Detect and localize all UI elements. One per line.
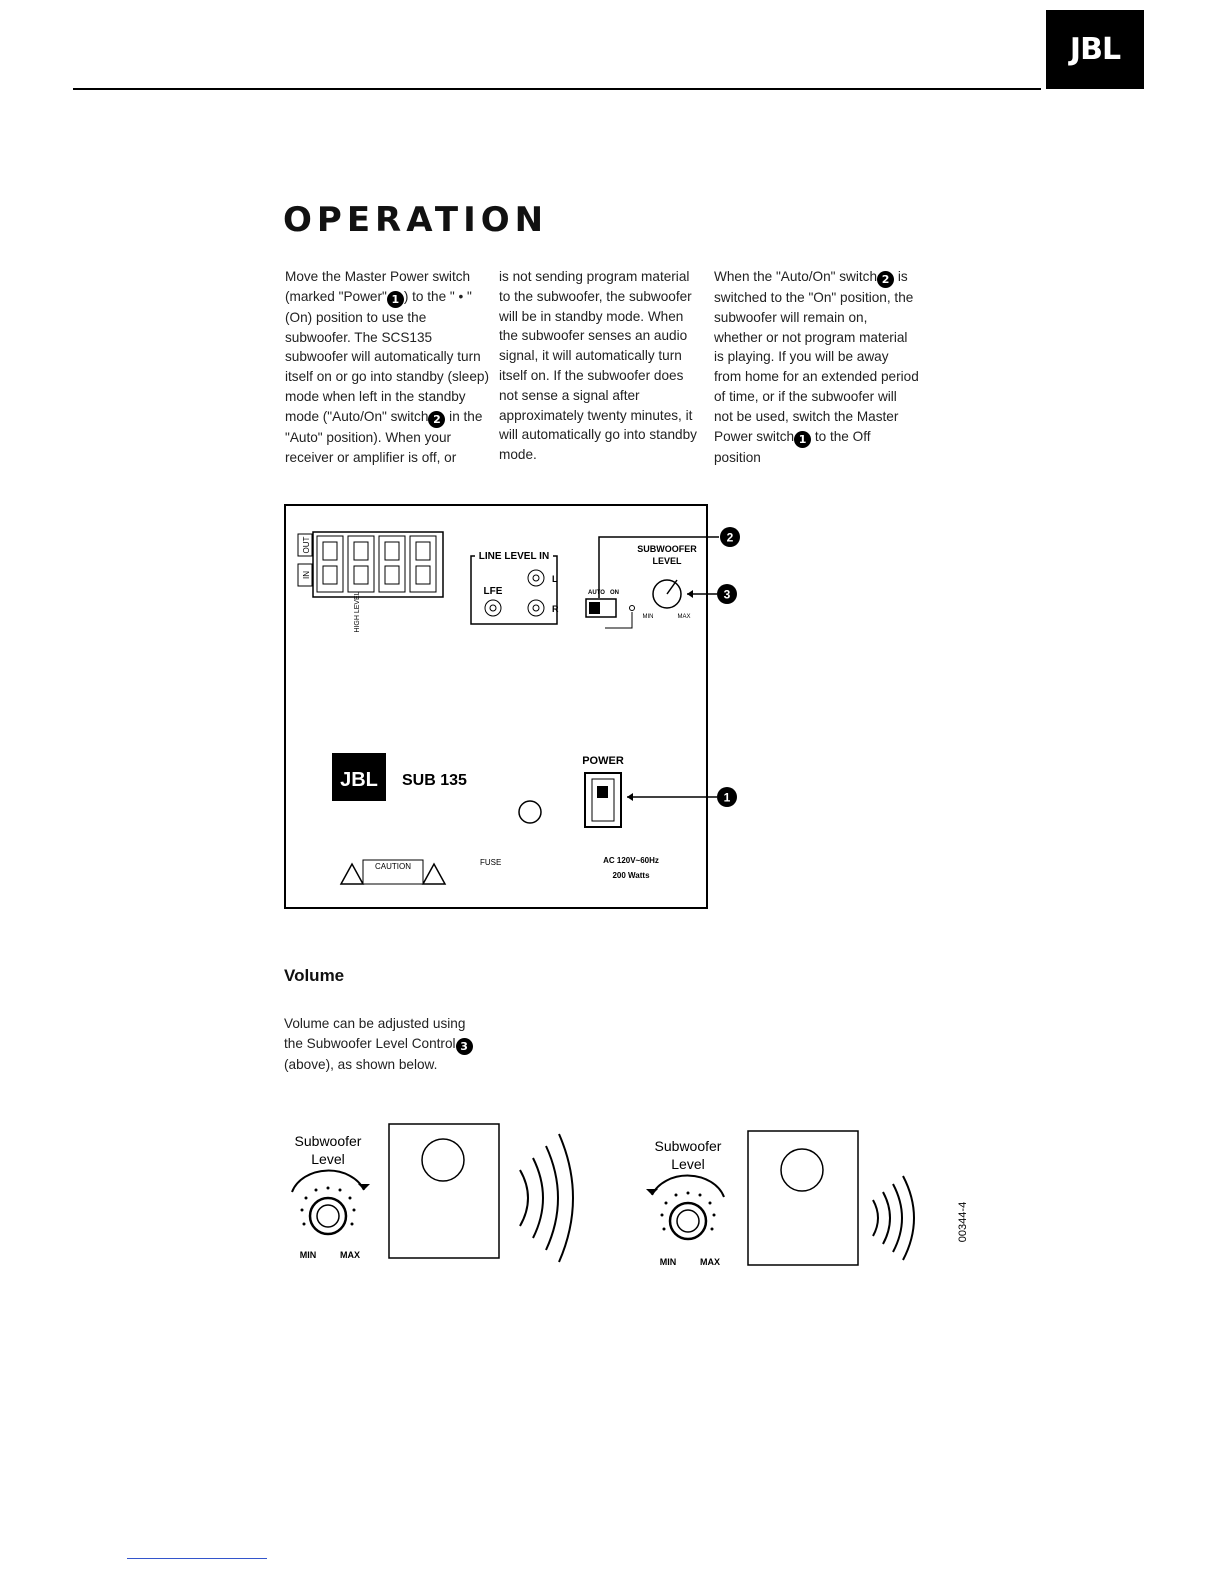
level-knob-icon: [668, 1201, 708, 1241]
volume-text-a: Volume can be adjusted using the Subwoof…: [284, 1016, 466, 1051]
auto-label: AUTO: [588, 590, 605, 596]
panel-jbl-logo: [332, 753, 386, 801]
watts-rating: 200 Watts: [612, 871, 650, 880]
volume-paragraph: Volume can be adjusted using the Subwoof…: [284, 1014, 484, 1075]
callout-2: 2: [598, 527, 740, 598]
auto-on-switch: AUTO ON: [585, 590, 635, 629]
subwoofer-level-control: SUBWOOFER LEVEL MIN MAX: [637, 544, 697, 620]
out-label-box: [297, 533, 313, 557]
line-level-in-label: LINE LEVEL IN: [479, 551, 549, 562]
col1-text-a: Move the Master Power switch (marked "Po…: [285, 269, 471, 304]
callout-3-badge: 3: [455, 1037, 473, 1055]
level-knob: [652, 579, 682, 609]
figure-code: 00344-4: [957, 1202, 969, 1242]
speaker-out-label: OUT: [302, 536, 311, 553]
callout-2-badge: 2: [428, 410, 446, 428]
model-label: SUB 135: [402, 772, 467, 789]
knob-label-1: Subwoofer: [295, 1133, 362, 1149]
min-label: MIN: [300, 1250, 317, 1260]
callout-1-badge: 1: [386, 290, 404, 308]
line-l-label: L: [552, 574, 558, 584]
min-label: MIN: [660, 1257, 677, 1267]
lfe-jack: [484, 599, 502, 617]
knob-label-2: Level: [311, 1151, 344, 1167]
knob-label-2: Level: [671, 1156, 704, 1172]
subwoofer-level-label-1: SUBWOOFER: [637, 544, 697, 554]
knob-min-label: MIN: [643, 614, 654, 620]
terminal-frame: [312, 531, 444, 598]
jbl-logo: JBL: [1046, 10, 1144, 89]
footer-rule: [127, 1558, 267, 1559]
sound-waves-soft-icon: [872, 1175, 915, 1261]
warning-triangle-icon: [339, 862, 365, 885]
col3-text-c: to the Off position: [714, 428, 871, 465]
driver-icon: [780, 1148, 824, 1192]
volume-illustration: Subwoofer Level MIN MAX Subwoofer Level …: [291, 1123, 969, 1267]
callout-1-badge: 1: [794, 430, 812, 448]
terminal-pair-2: [347, 535, 375, 593]
low-volume-example: Subwoofer Level MIN MAX 00344-4: [646, 1130, 969, 1267]
on-label: ON: [610, 590, 619, 596]
col3-text-b: is switched to the "On" position, the su…: [714, 269, 919, 444]
line-l-jack: [527, 569, 545, 587]
caution-label: CAUTION: [339, 859, 447, 885]
callout-2-number: 2: [727, 531, 734, 545]
panel-jbl-logo-text: JBL: [340, 769, 378, 791]
caution-text: CAUTION: [375, 862, 411, 871]
terminal-pair-1: [316, 535, 344, 593]
volume-heading: Volume: [284, 966, 345, 985]
logo-text: JBL: [1069, 32, 1121, 67]
page-title: OPERATION: [283, 200, 549, 240]
ac-rating: AC 120V~60Hz: [603, 856, 659, 865]
in-label-box: [297, 563, 313, 587]
callout-3: 3: [687, 584, 737, 604]
power-label: POWER: [582, 755, 624, 767]
callout-1-number: 1: [724, 791, 731, 805]
operation-column-2: is not sending program material to the s…: [499, 267, 704, 465]
knob-max-label: MAX: [677, 614, 690, 620]
callout-2-badge: 2: [877, 271, 895, 288]
sound-waves-loud-icon: [519, 1133, 574, 1263]
status-led: [629, 605, 635, 611]
fuse-label: FUSE: [480, 858, 501, 867]
line-r-jack: [527, 599, 545, 617]
subwoofer-cabinet-icon: [747, 1130, 859, 1266]
power-switch: POWER: [582, 755, 624, 828]
high-level-label: HIGH LEVEL: [354, 591, 361, 632]
terminal-pair-3: [378, 535, 406, 593]
knob-label-1: Subwoofer: [655, 1138, 722, 1154]
line-level-in-section: LINE LEVEL IN LFE L R: [470, 551, 559, 625]
operation-column-1: Move the Master Power switch (marked "Po…: [285, 267, 490, 467]
terminal-pair-4: [409, 535, 437, 593]
callout-1: 1: [627, 787, 737, 807]
speaker-in-label: IN: [302, 571, 311, 579]
high-volume-example: Subwoofer Level MIN MAX: [291, 1123, 574, 1263]
line-r-label: R: [552, 604, 559, 614]
rotate-counterclockwise-arrow-icon: [651, 1174, 725, 1198]
max-label: MAX: [700, 1257, 720, 1267]
col1-text-b: ) to the " • " (On) position to use the …: [285, 288, 490, 424]
volume-text-b: (above), as shown below.: [284, 1056, 438, 1072]
rotate-clockwise-arrow-icon: [291, 1169, 365, 1193]
speaker-terminal-block: OUT IN HIGH LEVEL: [297, 531, 444, 633]
csa-mark-icon: [518, 800, 542, 824]
warning-triangle-icon: [421, 862, 447, 885]
lfe-label: LFE: [484, 586, 503, 597]
subwoofer-level-label-2: LEVEL: [652, 556, 682, 566]
rear-panel-diagram: OUT IN HIGH LEVEL LINE LEVEL IN LFE L R: [284, 504, 740, 909]
col2-text-a: is not sending program material to the s…: [499, 269, 697, 463]
col3-text-a: When the "Auto/On" switch: [714, 269, 878, 284]
subwoofer-cabinet-icon: [388, 1123, 500, 1259]
driver-icon: [421, 1138, 465, 1182]
max-label: MAX: [340, 1250, 360, 1260]
col1-text-c: in the "Auto" position). When your recei…: [285, 408, 483, 465]
header-rule: [73, 88, 1041, 90]
panel-outline: [284, 504, 708, 909]
callout-3-number: 3: [724, 588, 731, 602]
level-knob-icon: [308, 1196, 348, 1236]
